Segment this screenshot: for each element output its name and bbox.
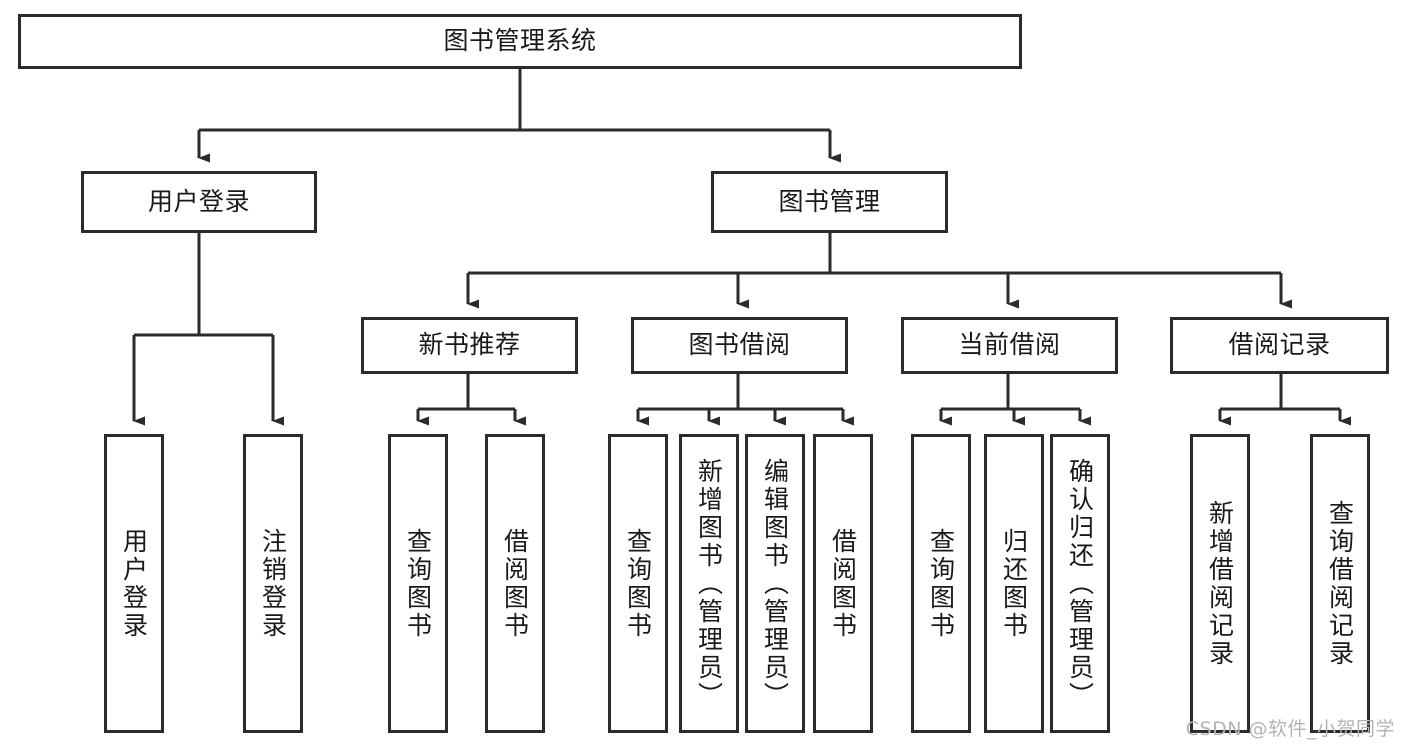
edges-userlogin-to-leaves <box>132 233 284 426</box>
node-label: 借阅记录 <box>1228 330 1331 360</box>
node-label: 查询图书 <box>926 527 956 640</box>
leaf-edit-book-admin[interactable]: 编辑图书（管理员） <box>745 434 805 733</box>
leaf-borrow-books-new[interactable]: 借阅图书 <box>485 434 545 733</box>
leaf-add-borrow-record[interactable]: 新增借阅记录 <box>1190 434 1250 733</box>
node-label: 归还图书 <box>999 527 1029 640</box>
node-label: 确认归还（管理员） <box>1065 457 1095 710</box>
node-label: 新书推荐 <box>418 330 521 360</box>
node-label: 查询图书 <box>403 527 433 640</box>
edges-root-to-level2 <box>197 69 841 163</box>
node-label: 图书管理 <box>778 186 881 216</box>
leaf-user-login[interactable]: 用户登录 <box>104 434 164 733</box>
node-label: 用户登录 <box>147 186 250 216</box>
edges-records-to-leaves <box>1218 374 1351 426</box>
node-label: 查询借阅记录 <box>1325 499 1355 668</box>
node-label: 编辑图书（管理员） <box>760 457 790 710</box>
node-current-borrowing[interactable]: 当前借阅 <box>901 317 1118 374</box>
leaf-add-book-admin[interactable]: 新增图书（管理员） <box>679 434 739 733</box>
node-book-management[interactable]: 图书管理 <box>711 171 948 233</box>
edges-booksmgmt-to-level3 <box>466 233 1292 309</box>
watermark: CSDN @软件_小贺同学 <box>1185 718 1395 740</box>
node-user-login[interactable]: 用户登录 <box>81 171 317 233</box>
node-label: 新增借阅记录 <box>1205 499 1235 668</box>
node-label: 新增图书（管理员） <box>694 457 724 710</box>
leaf-query-books-borrow[interactable]: 查询图书 <box>608 434 668 733</box>
node-label: 查询图书 <box>623 527 653 640</box>
node-borrowing-records[interactable]: 借阅记录 <box>1170 317 1389 374</box>
leaf-confirm-return-admin[interactable]: 确认归还（管理员） <box>1050 434 1110 733</box>
edges-newbooks-to-leaves <box>416 374 526 426</box>
leaf-query-books-new[interactable]: 查询图书 <box>388 434 448 733</box>
leaf-query-borrow-record[interactable]: 查询借阅记录 <box>1310 434 1370 733</box>
node-label: 用户登录 <box>119 527 149 640</box>
node-label: 图书借阅 <box>688 330 791 360</box>
leaf-user-logout[interactable]: 注销登录 <box>243 434 303 733</box>
node-root-book-management-system[interactable]: 图书管理系统 <box>18 14 1022 69</box>
node-book-borrowing[interactable]: 图书借阅 <box>631 317 848 374</box>
leaf-return-books[interactable]: 归还图书 <box>984 434 1044 733</box>
node-label: 借阅图书 <box>828 527 858 640</box>
node-label: 当前借阅 <box>958 330 1061 360</box>
edges-borrow-to-leaves <box>636 374 854 426</box>
node-label: 注销登录 <box>258 527 288 640</box>
node-label: 借阅图书 <box>500 527 530 640</box>
leaf-query-books-current[interactable]: 查询图书 <box>911 434 971 733</box>
edges-current-to-leaves <box>939 374 1091 426</box>
node-label: 图书管理系统 <box>443 26 597 56</box>
node-new-book-recommendation[interactable]: 新书推荐 <box>361 317 578 374</box>
leaf-borrow-books[interactable]: 借阅图书 <box>813 434 873 733</box>
